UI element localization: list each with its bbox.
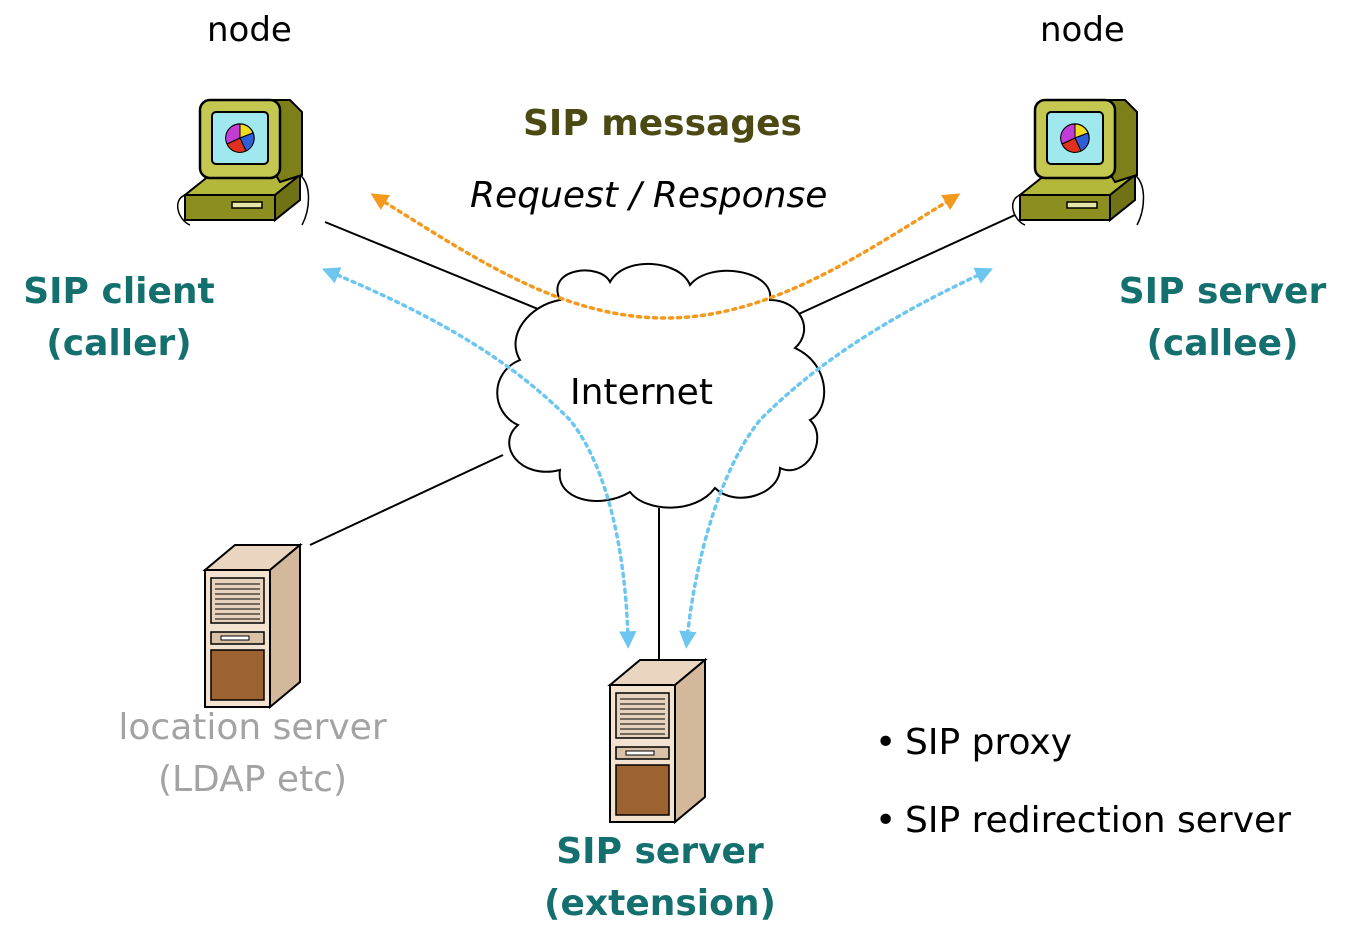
desktop-computer-icon: [1011, 98, 1145, 227]
sip-extension-label: SIP server (extension): [530, 826, 790, 925]
list-item: •SIP proxy: [875, 722, 1291, 800]
messages-subtitle: Request / Response: [470, 175, 828, 216]
tower-server-icon: [609, 659, 706, 823]
request-response-arrow: [370, 193, 961, 320]
bullet-icon: •: [875, 722, 897, 763]
location-server-title: location server: [118, 707, 387, 748]
location-server-subtitle: (LDAP etc): [157, 759, 348, 800]
bullet-icon: •: [875, 800, 897, 841]
server-types-list: •SIP proxy •SIP redirection server: [875, 722, 1291, 878]
sip-callee-subtitle: (callee): [1146, 323, 1299, 364]
client-extension-arrow: [321, 267, 637, 649]
messages-title: SIP messages: [523, 103, 802, 144]
callee-extension-arrow: [679, 267, 993, 649]
sip-extension-title: SIP server: [556, 831, 764, 872]
sip-client-label: SIP client (caller): [4, 266, 234, 370]
list-item-text: SIP proxy: [905, 722, 1073, 763]
sip-client-subtitle: (caller): [46, 323, 192, 364]
link-location-internet: [309, 454, 504, 546]
desktop-computer-icon: [176, 98, 310, 227]
client-node-label: node: [207, 10, 292, 50]
internet-label: Internet: [570, 372, 713, 413]
tower-server-icon: [204, 544, 301, 708]
sip-extension-subtitle: (extension): [544, 883, 776, 924]
sip-callee-title: SIP server: [1118, 271, 1327, 312]
list-item: •SIP redirection server: [875, 800, 1291, 878]
sip-client-title: SIP client: [23, 271, 215, 312]
sip-callee-label: SIP server (callee): [1105, 266, 1340, 370]
callee-node-label: node: [1040, 10, 1125, 50]
list-item-text: SIP redirection server: [905, 800, 1291, 841]
location-server-label: location server (LDAP etc): [100, 702, 405, 806]
